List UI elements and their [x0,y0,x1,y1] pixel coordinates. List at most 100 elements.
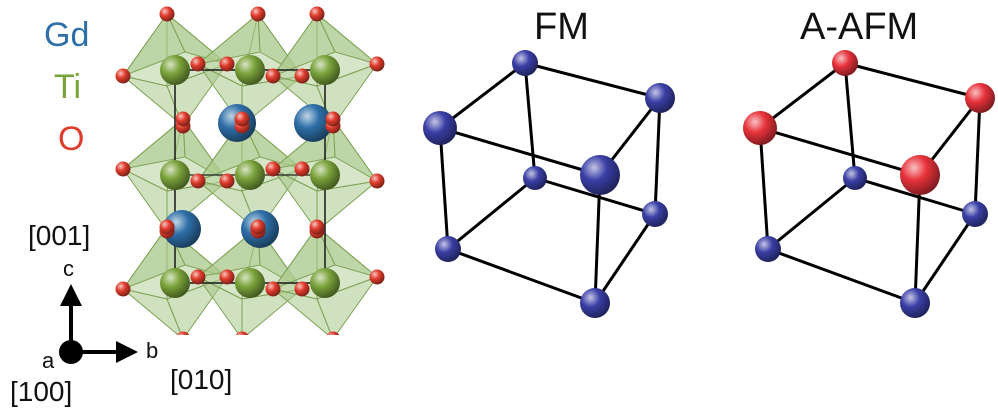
cube-edge [766,247,917,305]
gd-atom [294,104,332,142]
o-atom [309,219,325,235]
cube-edge [523,61,537,180]
spin-atom [743,111,777,145]
axes-triad [59,284,138,364]
spin-atom [642,201,668,227]
c-direction-label: [001] [28,220,91,251]
ti-atom [310,268,340,298]
octahedron-face [122,117,186,170]
ti-atom [310,55,340,85]
spin-atom [900,155,940,195]
legend-gd: Gd [44,16,90,54]
o-atom [250,219,266,235]
o-atom [190,56,206,72]
cube-edge [446,176,537,251]
o-atom [294,281,310,297]
cube-edge [758,126,922,177]
o-atom [235,331,249,335]
b-axis-label: b [146,338,159,363]
ti-atom [160,160,190,190]
cube-edge [973,96,982,216]
o-atom [175,111,191,127]
octahedron-face [271,13,336,78]
ti-atom [160,268,190,298]
spin-atom [580,155,620,195]
spin-atom [580,288,610,318]
gd-atom [163,210,201,248]
spin-atom [512,50,538,76]
c-axis-label: c [63,256,74,281]
afm-cube-diagram [743,50,995,318]
cube-edge [853,176,977,216]
fm-title: FM [534,6,589,48]
octahedron-face [271,226,336,291]
o-atom [265,281,281,297]
octahedron-face [316,180,379,233]
o-atom [265,68,281,84]
cube-edge [913,173,922,305]
o-atom [159,6,175,22]
cube-edge [843,61,857,180]
cube-edge [533,176,657,216]
o-atom [234,111,250,127]
o-atom [190,269,206,285]
cube-edge [593,212,657,305]
ti-atom [235,160,265,190]
spin-atom [423,111,457,145]
a-direction-label: [100] [10,376,73,407]
ti-atom [310,160,340,190]
o-atom [219,173,235,189]
crystal-structure-diagram [115,6,385,335]
o-atom [294,68,310,84]
legend-ti: Ti [54,68,82,106]
cube-edge [438,61,527,130]
ti-atom [160,55,190,85]
o-atom [115,68,131,84]
o-atom [115,281,131,297]
o-atom [309,6,325,22]
spin-atom [523,166,547,190]
o-atom [265,161,281,177]
cube-edge [766,176,857,251]
spin-atom [900,288,930,318]
octahedron-face [121,13,186,78]
o-atom [294,161,310,177]
o-atom [250,6,266,22]
o-atom [369,173,385,189]
spin-atom [645,83,675,113]
cube-edges [758,61,982,305]
o-atom [369,269,385,285]
cube-edges [438,61,662,305]
a-axis-dot [59,340,83,364]
ti-atom [235,268,265,298]
cube-edge [438,126,602,177]
o-atom [369,56,385,72]
a-axis-label: a [42,348,55,373]
o-atom [115,161,131,177]
octahedron-face [316,275,379,335]
cube-edge [653,96,662,216]
cube-edge [438,126,450,251]
o-atom [219,269,235,285]
cube-edge [843,61,982,100]
afm-title: A-AFM [800,6,919,48]
fm-cube-diagram [423,50,675,318]
o-atom [176,331,190,335]
cube-edge [758,126,770,251]
ti-atom [235,55,265,85]
cube-edge [446,247,597,305]
spin-atom [962,201,988,227]
cube-edge [593,173,602,305]
legend-o: O [58,120,85,158]
b-direction-label: [010] [170,364,233,395]
o-atom [190,173,206,189]
o-atom [325,111,341,127]
spin-atom [435,236,461,262]
cube-edge [758,61,847,130]
o-atom [326,331,340,335]
spin-atom [755,236,781,262]
spin-atom [843,166,867,190]
spin-atom [965,83,995,113]
o-atom [219,56,235,72]
o-atom [159,219,175,235]
